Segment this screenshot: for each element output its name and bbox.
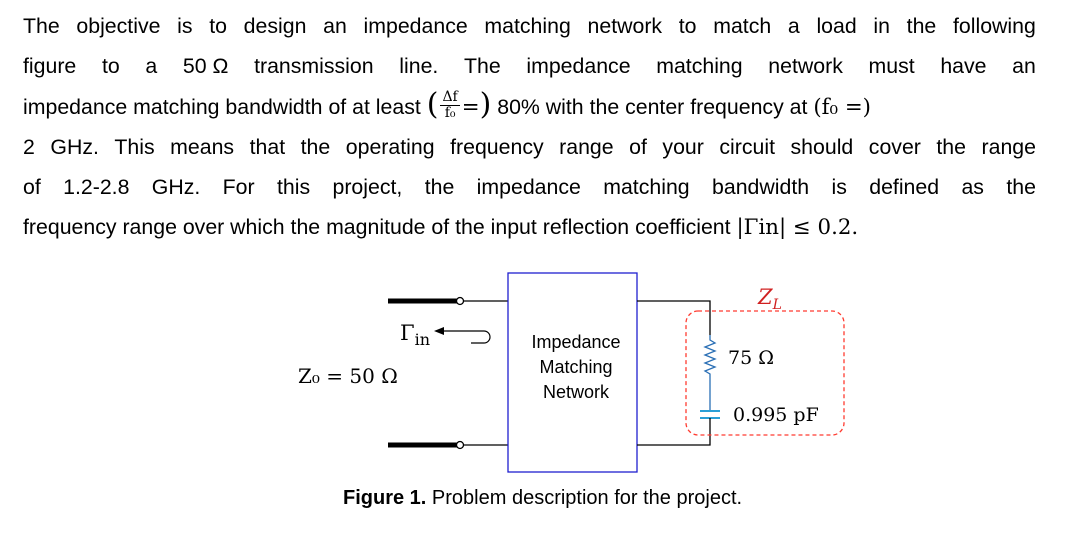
word: an	[1012, 54, 1036, 79]
word: matching	[603, 175, 690, 200]
text-line-6: frequency range over which the magnitude…	[23, 207, 1036, 247]
word: to	[101, 54, 120, 79]
bandwidth-value: 80% with the center frequency at	[497, 94, 808, 119]
wire-output-bottom	[637, 426, 711, 446]
terminal-bottom	[455, 440, 465, 450]
word: that	[249, 134, 286, 159]
word: cover	[868, 134, 921, 159]
word: means	[170, 134, 235, 159]
word: to	[678, 14, 697, 38]
word: impedance	[363, 14, 468, 38]
word: the	[424, 175, 455, 200]
resistor-symbol	[703, 335, 717, 410]
word: of	[23, 175, 41, 200]
center-frequency-math: (f₀ =)	[813, 94, 871, 120]
word: range	[559, 134, 614, 159]
word: GHz.	[50, 134, 99, 159]
word: For	[222, 175, 255, 200]
word: bandwidth	[712, 175, 810, 200]
word: a	[145, 54, 158, 79]
word: The	[23, 14, 60, 38]
word: project,	[332, 175, 403, 200]
word: the	[906, 14, 937, 38]
word: defined	[869, 175, 940, 200]
word: network	[768, 54, 843, 79]
word: a	[787, 14, 800, 38]
word: impedance	[476, 175, 581, 200]
terminal-top	[455, 296, 465, 306]
paren-close: )	[479, 86, 492, 122]
word: the	[300, 134, 331, 159]
word: load	[816, 14, 857, 38]
word: matching	[484, 14, 571, 38]
word: the	[1006, 175, 1036, 200]
word: This	[114, 134, 155, 159]
word: have	[940, 54, 987, 79]
wire-output-top	[637, 300, 711, 335]
matching-network-box	[507, 272, 638, 473]
word: frequency	[450, 134, 544, 159]
load-boundary	[685, 310, 845, 436]
word: 1.2-2.8	[63, 175, 130, 200]
word: network	[587, 14, 663, 38]
word: should	[790, 134, 854, 159]
word: operating	[345, 134, 435, 159]
word: is	[831, 175, 847, 200]
word: must	[868, 54, 915, 79]
text-line-3: impedance matching bandwidth of at least…	[23, 87, 1036, 127]
word: circuit	[719, 134, 775, 159]
zl-label: ZL	[757, 285, 782, 313]
word: your	[662, 134, 704, 159]
word: this	[276, 175, 311, 200]
caption-label: Figure 1.	[343, 487, 427, 509]
capacitor-value: 0.995 pF	[733, 404, 819, 426]
word: of	[629, 134, 647, 159]
word: objective	[76, 14, 161, 38]
word: 50 Ω	[182, 54, 229, 79]
paren-open: (	[426, 86, 439, 122]
fraction-numerator: Δf	[440, 89, 460, 107]
reflection-coefficient-condition: |Γin| ≤ 0.2.	[736, 215, 859, 241]
word: the	[936, 134, 966, 159]
word: to	[209, 14, 227, 38]
word: The	[464, 54, 501, 79]
definition-phrase: frequency range over which the magnitude…	[23, 215, 731, 240]
network-label-line1: Impedance	[531, 332, 620, 352]
fraction-denominator: f₀	[444, 105, 456, 122]
figure-caption: Figure 1. Problem description for the pr…	[343, 487, 742, 510]
word: as	[961, 175, 984, 200]
word: impedance	[526, 54, 631, 79]
word: GHz.	[151, 175, 201, 200]
caption-text: Problem description for the project.	[431, 487, 743, 509]
z0-label: Z₀ = 50 Ω	[298, 364, 398, 388]
word: line.	[399, 54, 439, 79]
word: design	[243, 14, 307, 38]
word: match	[713, 14, 772, 38]
word: figure	[23, 54, 77, 79]
gamma-in-arrow	[437, 330, 491, 344]
network-label-line2: Matching	[539, 357, 612, 377]
word: matching	[656, 54, 743, 79]
word: an	[323, 14, 347, 38]
word: range	[981, 134, 1036, 159]
word: 2	[23, 134, 35, 159]
arrow-head-icon	[434, 327, 444, 335]
gamma-in-label: Γin	[400, 321, 430, 349]
bandwidth-phrase: impedance matching bandwidth of at least	[23, 94, 421, 119]
word: transmission	[254, 54, 374, 79]
word: following	[952, 14, 1036, 38]
network-label-line3: Network	[543, 382, 610, 402]
word: in	[873, 14, 890, 38]
fraction-equals: =	[461, 94, 480, 120]
word: is	[177, 14, 193, 38]
resistor-value: 75 Ω	[728, 347, 774, 369]
